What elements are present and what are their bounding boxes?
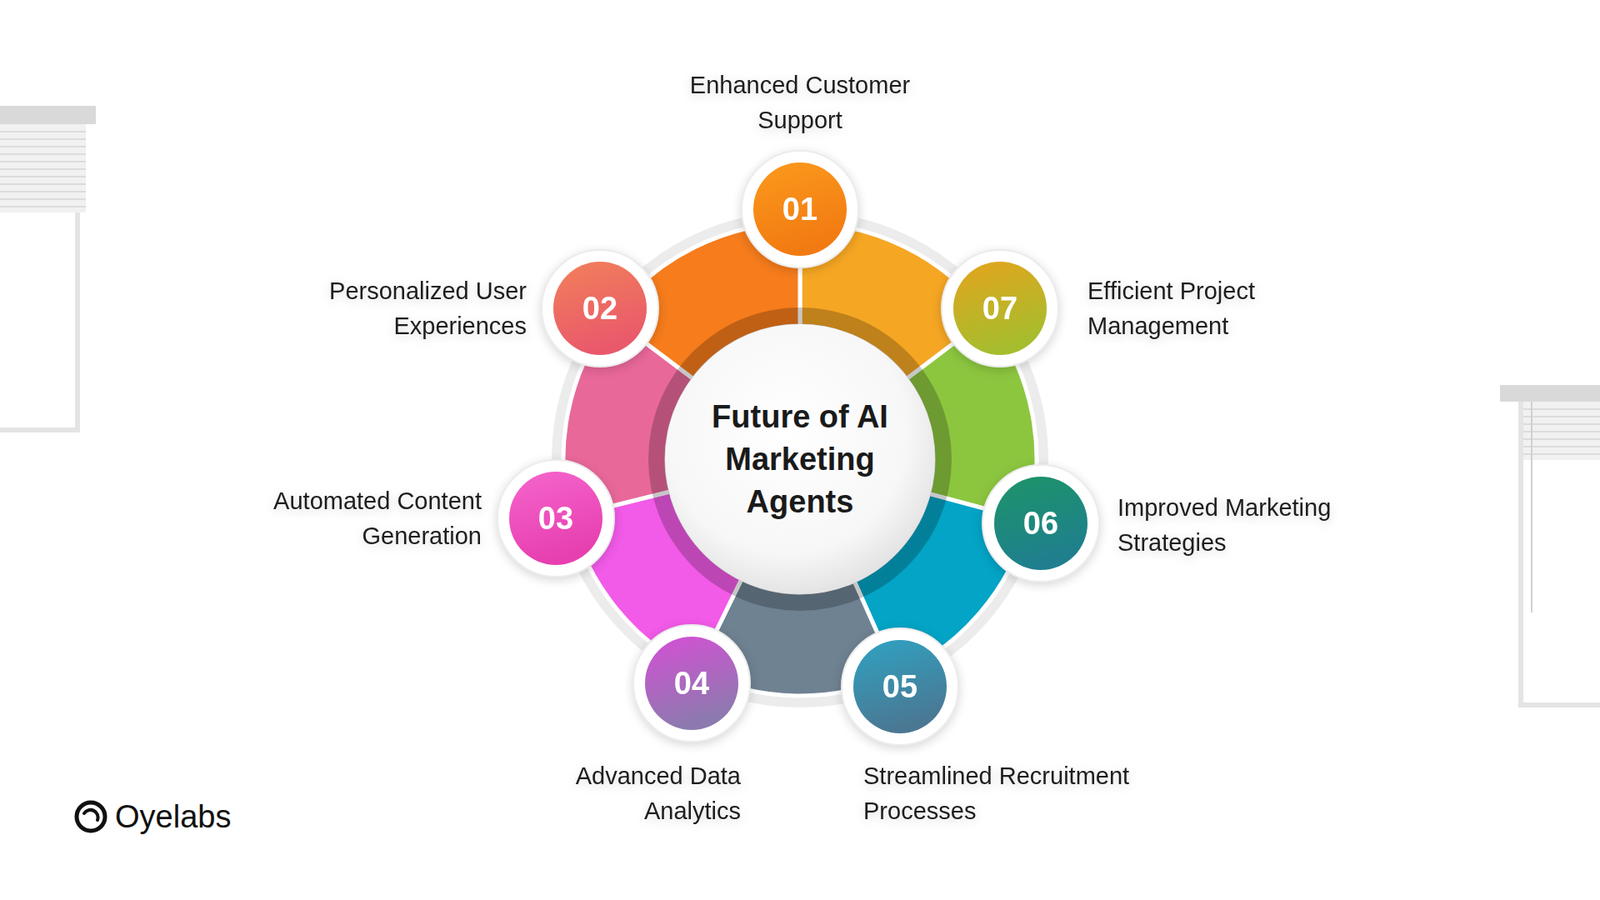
circle-halo (633, 625, 750, 742)
callout-number: 03 (496, 459, 615, 578)
callout-number: 04 (632, 624, 751, 743)
node-label: Automated Content Generation (248, 483, 482, 554)
hub-text-box: Future of AI Marketing Agents (665, 324, 935, 595)
numbered-circle: 03Automated Content Generation (496, 459, 615, 578)
brand-logo-icon (76, 802, 105, 831)
circle-halo (841, 628, 959, 745)
hub-fill (665, 324, 935, 595)
center-hub: Future of AI Marketing Agents (665, 324, 935, 595)
numbered-circle: 04Advanced Data Analytics (632, 624, 751, 743)
center-title: Future of AI Marketing Agents (700, 395, 900, 524)
window-blind-right (1500, 385, 1600, 708)
numbered-circle: 02Personalized User Experiences (540, 249, 660, 368)
window-blind-left (0, 105, 96, 432)
numbered-circle: 05Streamlined Recruitment Processes (840, 627, 960, 746)
callout-number: 02 (540, 249, 660, 368)
numbered-circle: 07Efficient Project Management (940, 249, 1060, 368)
callout-number: 06 (981, 464, 1100, 583)
node-label: Streamlined Recruitment Processes (863, 758, 1172, 829)
circle-halo (541, 250, 659, 367)
numbered-circle: 06Improved Marketing Strategies (981, 464, 1100, 583)
callout-number: 07 (940, 249, 1060, 368)
ring-segments (551, 210, 1049, 708)
callout-number: 05 (840, 627, 960, 746)
node-label: Advanced Data Analytics (540, 758, 741, 829)
circle-halo (941, 250, 1059, 367)
node-label: Personalized User Experiences (301, 273, 527, 344)
callout-number: 01 (740, 150, 860, 269)
numbered-circle: 01Enhanced Customer Support (740, 150, 860, 269)
brand-logo-text: Oyelabs (115, 799, 231, 835)
node-label: Enhanced Customer Support (675, 67, 925, 138)
node-label: Efficient Project Management (1087, 273, 1313, 344)
circle-halo (497, 460, 615, 577)
circle-halo (741, 150, 859, 268)
node-label: Improved Marketing Strategies (1117, 490, 1376, 560)
circle-halo (982, 465, 1100, 582)
